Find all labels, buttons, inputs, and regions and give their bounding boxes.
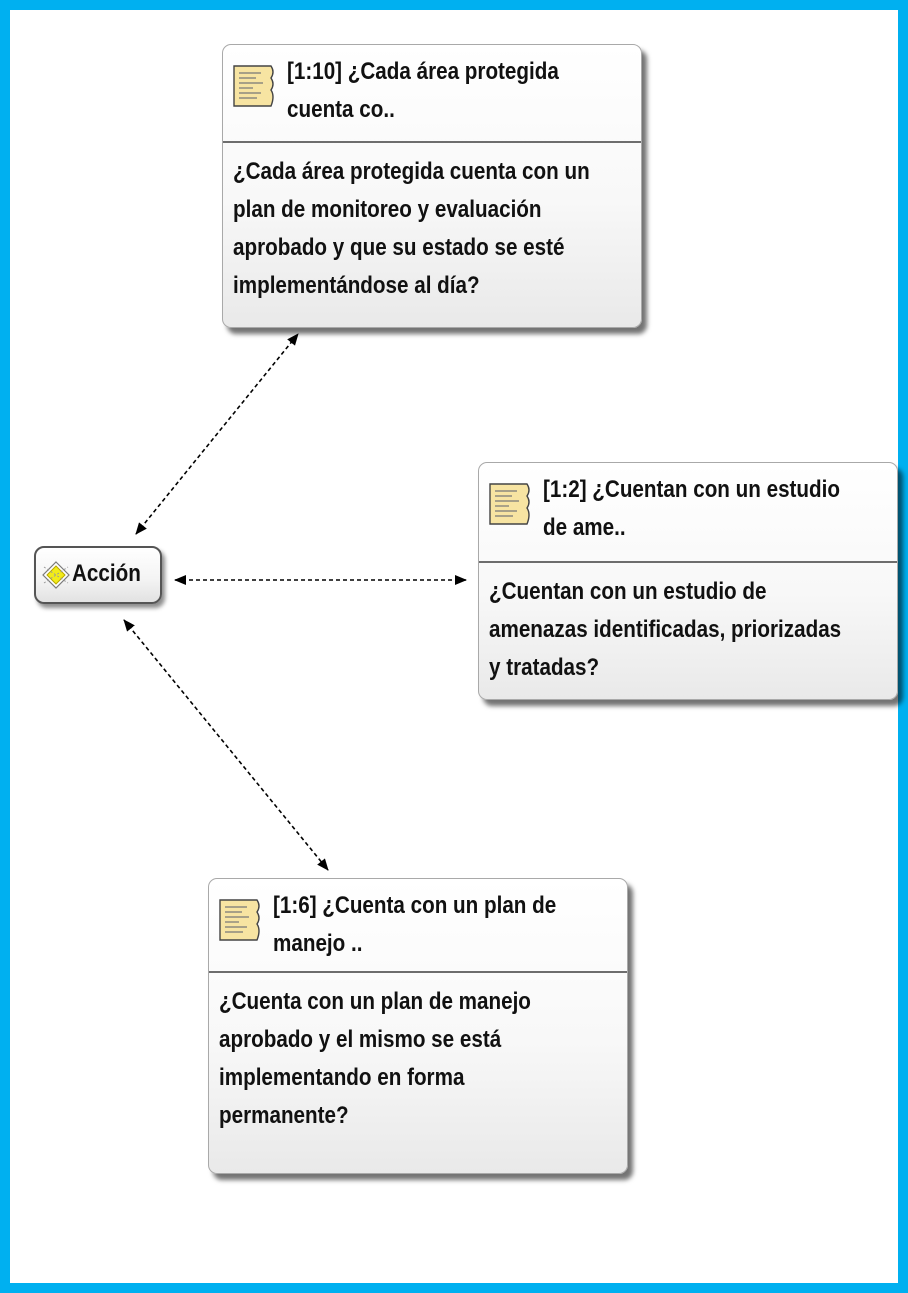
code-label: Acción <box>72 560 141 587</box>
quotation-header: [1:2] ¿Cuentan con un estudio de ame.. <box>479 463 897 563</box>
quotation-document-icon <box>219 899 260 941</box>
quotation-document-icon <box>489 483 530 525</box>
quotation-node-1-10[interactable]: [1:10] ¿Cada área protegida cuenta co.. … <box>222 44 642 328</box>
code-node-accion[interactable]: Acción <box>34 546 162 604</box>
link-layer <box>123 333 467 871</box>
code-diamond-icon <box>42 561 70 589</box>
link-accion-to-quote-1-6[interactable] <box>123 619 329 871</box>
quotation-title: [1:6] ¿Cuenta con un plan de manejo .. <box>273 892 557 957</box>
quotation-document-icon <box>233 65 274 107</box>
quotation-title: [1:10] ¿Cada área protegida cuenta co.. <box>287 58 559 123</box>
link-accion-to-quote-1-10[interactable] <box>135 333 299 535</box>
quotation-header: [1:6] ¿Cuenta con un plan de manejo .. <box>209 879 627 973</box>
quotation-title: [1:2] ¿Cuentan con un estudio de ame.. <box>543 476 840 541</box>
quotation-body: ¿Cuentan con un estudio de amenazas iden… <box>489 578 842 681</box>
network-canvas: Acción [1:10] ¿Cada área protegida cuent… <box>10 10 898 1293</box>
quotation-header: [1:10] ¿Cada área protegida cuenta co.. <box>223 45 641 143</box>
quotation-node-1-6[interactable]: [1:6] ¿Cuenta con un plan de manejo .. ¿… <box>208 878 628 1174</box>
quotation-body: ¿Cada área protegida cuenta con un plan … <box>233 158 590 299</box>
quotation-body: ¿Cuenta con un plan de manejo aprobado y… <box>219 988 531 1129</box>
quotation-node-1-2[interactable]: [1:2] ¿Cuentan con un estudio de ame.. ¿… <box>478 462 898 700</box>
